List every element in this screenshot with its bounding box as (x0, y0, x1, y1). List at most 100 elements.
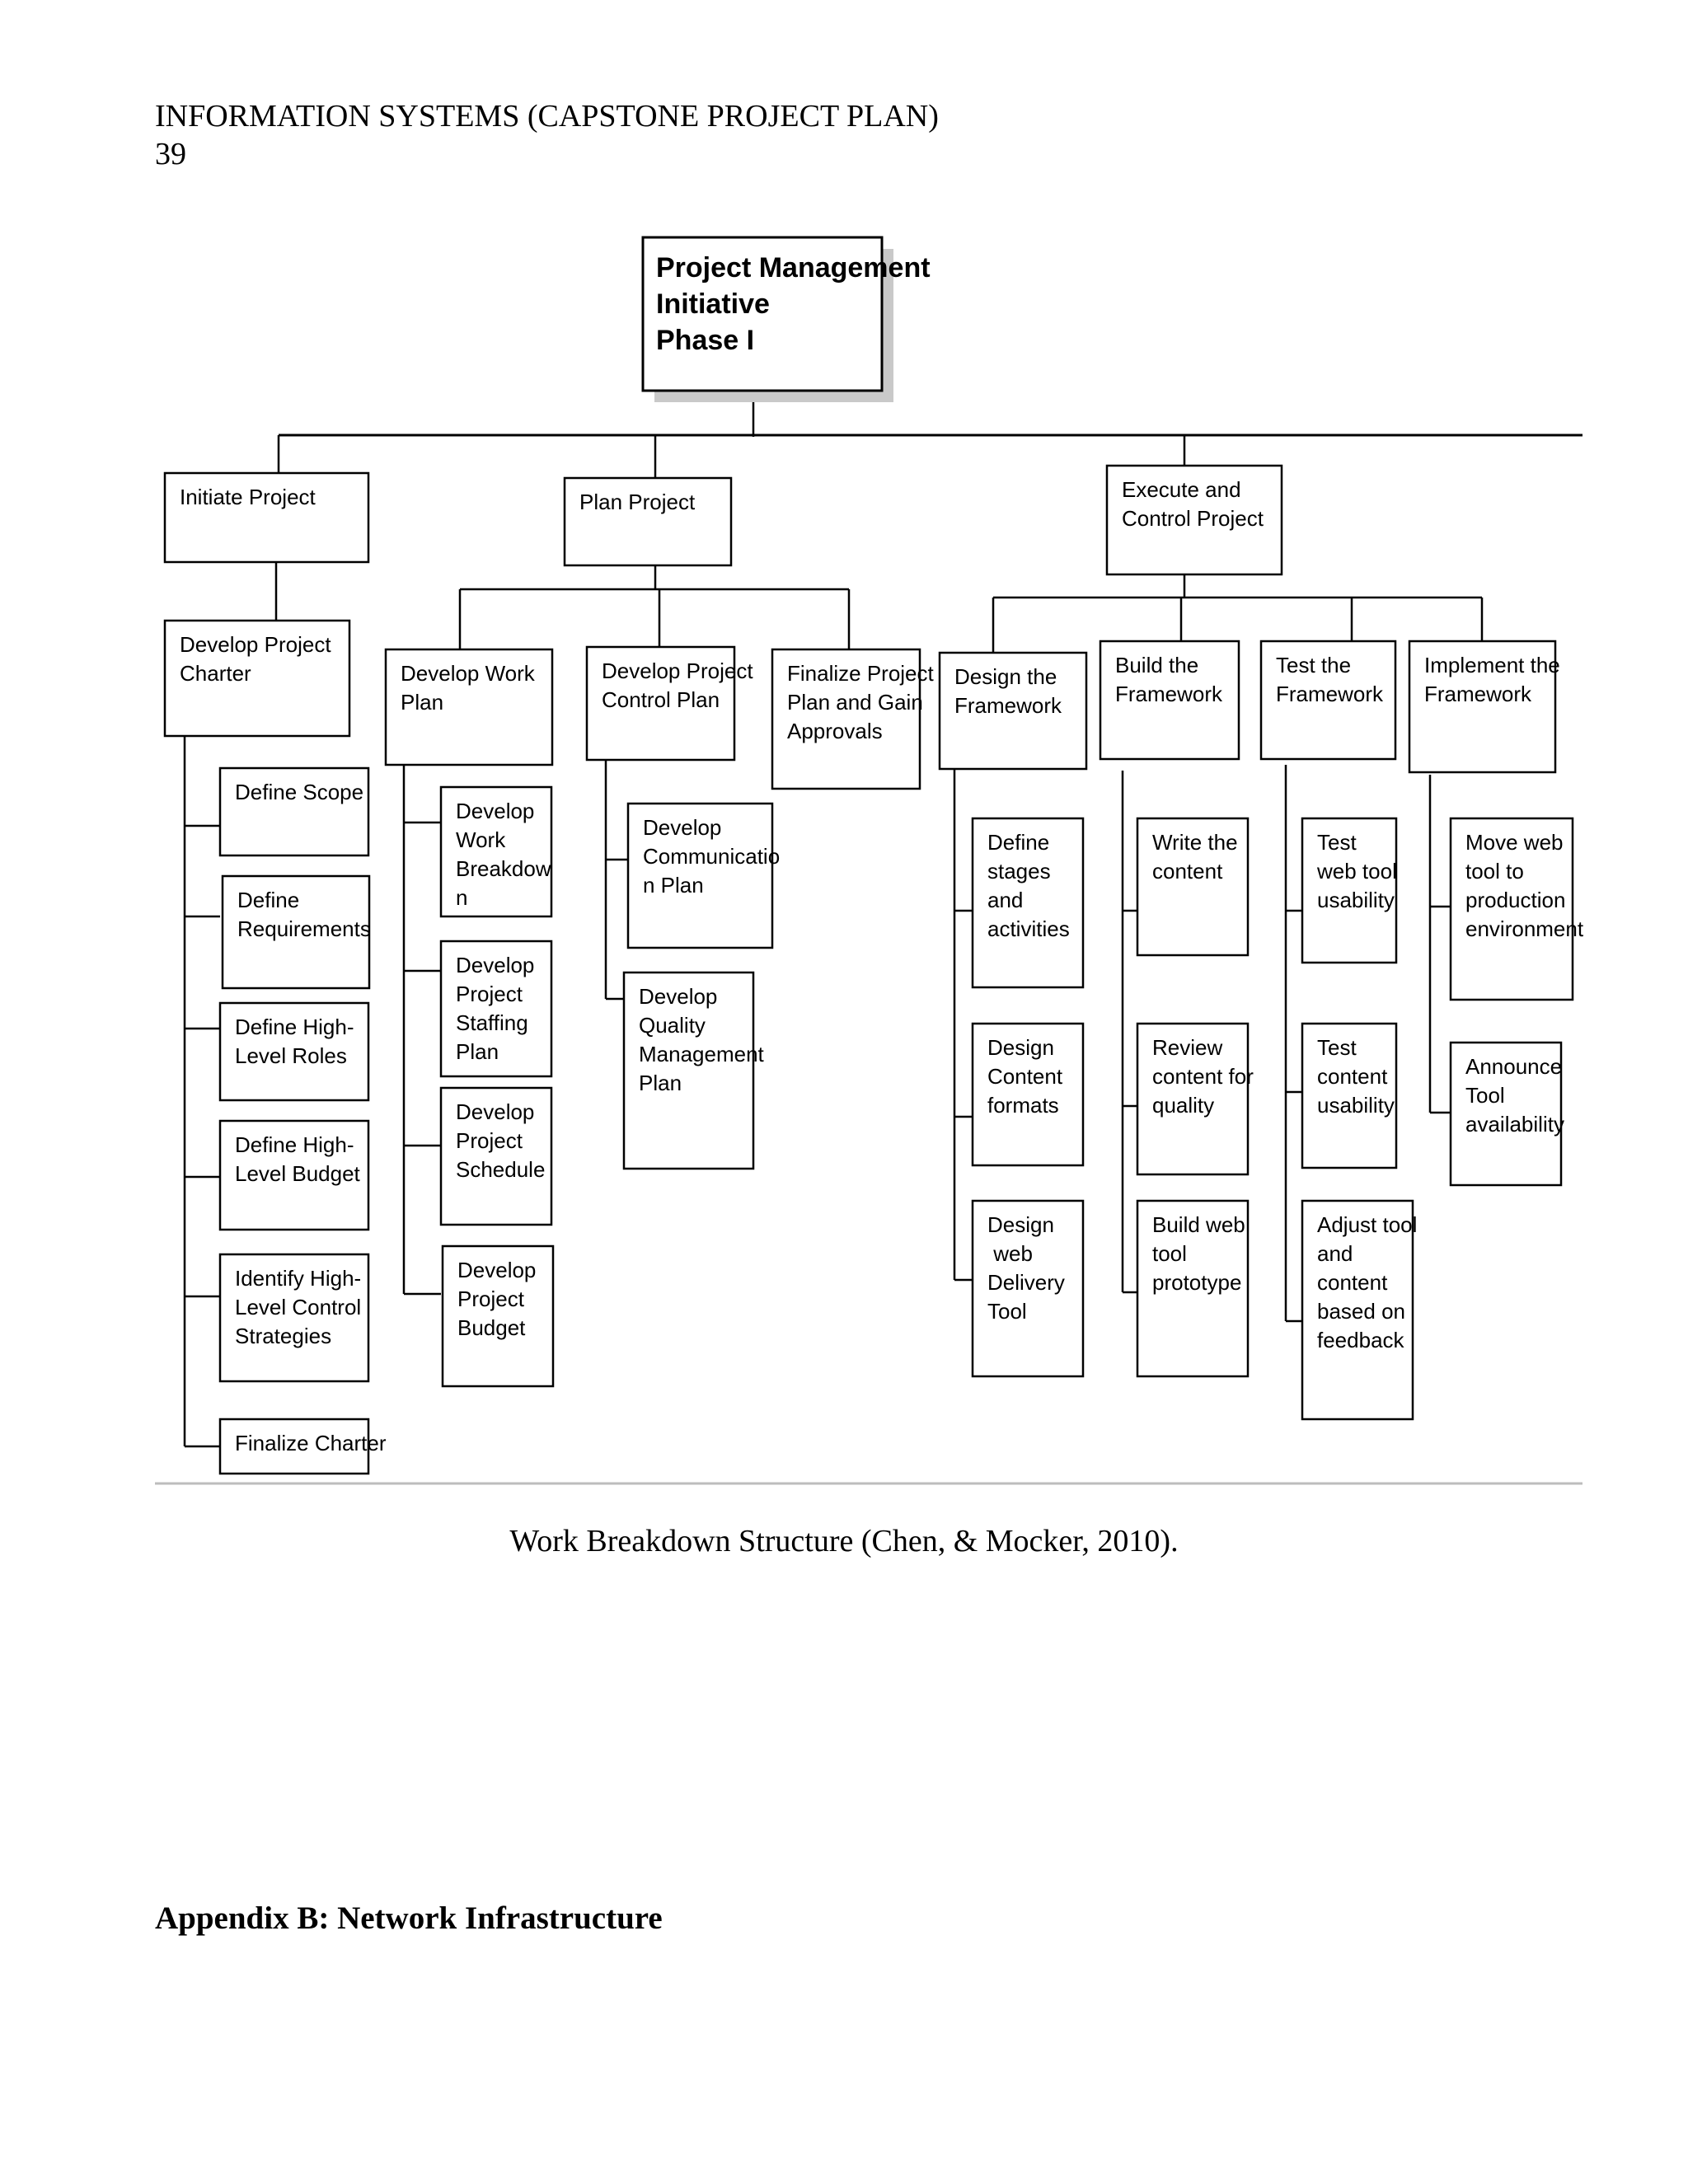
wbs-box-label-line: Develop (639, 984, 717, 1009)
wbs-box-label-line: Charter (180, 661, 251, 686)
wbs-box-label-line: Requirements (237, 916, 371, 941)
wbs-box-label-line: Staffing (456, 1010, 528, 1035)
wbs-box-label-line: Define (987, 830, 1049, 855)
wbs-box-label-line: stages (987, 859, 1051, 883)
wbs-box (1301, 1022, 1398, 1169)
wbs-box-label-line: feedback (1317, 1328, 1405, 1352)
wbs-box-label-line: Identify High- (235, 1266, 361, 1291)
wbs-node-plan: Plan Project (563, 476, 733, 567)
wbs-box (622, 971, 755, 1170)
wbs-box (1408, 640, 1557, 774)
appendix-heading: Appendix B: Network Infrastructure (155, 1900, 663, 1936)
wbs-box-label-line: Test (1317, 1035, 1357, 1060)
wbs-box (1449, 1041, 1563, 1187)
wbs-box-label-line: Control Plan (602, 687, 720, 712)
wbs-box-label-line: Plan and Gain (787, 690, 923, 715)
wbs-box (1449, 817, 1574, 1001)
wbs-box (163, 471, 370, 564)
wbs-box-label-line: Design (987, 1212, 1054, 1237)
wbs-box (971, 817, 1085, 989)
wbs-box-label-line: Write the (1152, 830, 1238, 855)
wbs-box-label-line: Build the (1115, 653, 1198, 677)
wbs-box-label: Define High- Level Roles (235, 1015, 354, 1068)
wbs-box-label-line: Strategies (235, 1324, 331, 1348)
wbs-box-label-line: Develop (456, 1099, 534, 1124)
wbs-box-label-line: Project (456, 1128, 523, 1153)
wbs-box (384, 648, 554, 766)
wbs-box-label-line: Announce (1465, 1054, 1562, 1079)
wbs-box (439, 785, 553, 918)
wbs-box-label-line: Communicatio (643, 844, 780, 869)
wbs-box-label-line: Tool (1465, 1083, 1505, 1108)
wbs-box (163, 619, 351, 738)
wbs-box-label-line: Develop (643, 815, 721, 840)
wbs-box (1301, 1199, 1414, 1421)
wbs-box-label-line: Framework (954, 693, 1062, 718)
wbs-box-label: Plan Project (579, 490, 696, 514)
wbs-node-roles: Define High- Level Roles (218, 1001, 370, 1102)
wbs-box-label-line: Quality (639, 1013, 706, 1038)
wbs-box (771, 648, 921, 790)
wbs-box-label-line: Framework (1424, 682, 1532, 706)
wbs-box (563, 476, 733, 567)
wbs-node-finalize-charter: Finalize Charter (218, 1418, 387, 1475)
wbs-box-label-line: formats (987, 1093, 1059, 1118)
wbs-box-label-line: content (1317, 1064, 1388, 1089)
wbs-box (439, 1086, 553, 1226)
wbs-box (1136, 1199, 1250, 1378)
wbs-box (626, 802, 774, 949)
wbs-box-label-line: Plan (456, 1039, 499, 1064)
connector-lines (155, 391, 1582, 1485)
wbs-box-label-line: Initiative (656, 288, 770, 320)
wbs-box-label-line: Execute and (1122, 477, 1241, 502)
wbs-box-label-line: Develop (457, 1258, 536, 1282)
wbs-box-label-line: Implement the (1424, 653, 1560, 677)
wbs-box-label-line: Define Scope (235, 780, 363, 804)
wbs-box (971, 1022, 1085, 1167)
wbs-box-label-line: Approvals (787, 719, 883, 743)
wbs-box (1105, 464, 1283, 576)
wbs-box-label-line: Level Roles (235, 1043, 347, 1068)
wbs-box (218, 1119, 370, 1231)
wbs-box-label: Define Scope (235, 780, 363, 804)
wbs-box-label-line: Plan Project (579, 490, 696, 514)
wbs-box-label-line: Phase I (656, 325, 754, 356)
wbs-box (218, 766, 370, 857)
wbs-box-label-line: Develop Work (401, 661, 536, 686)
wbs-box-label-line: Delivery (987, 1270, 1065, 1295)
wbs-box-label-line: Framework (1115, 682, 1223, 706)
wbs-box-label-line: Define High- (235, 1015, 354, 1039)
wbs-box (641, 236, 884, 392)
wbs-box-label-line: prototype (1152, 1270, 1241, 1295)
